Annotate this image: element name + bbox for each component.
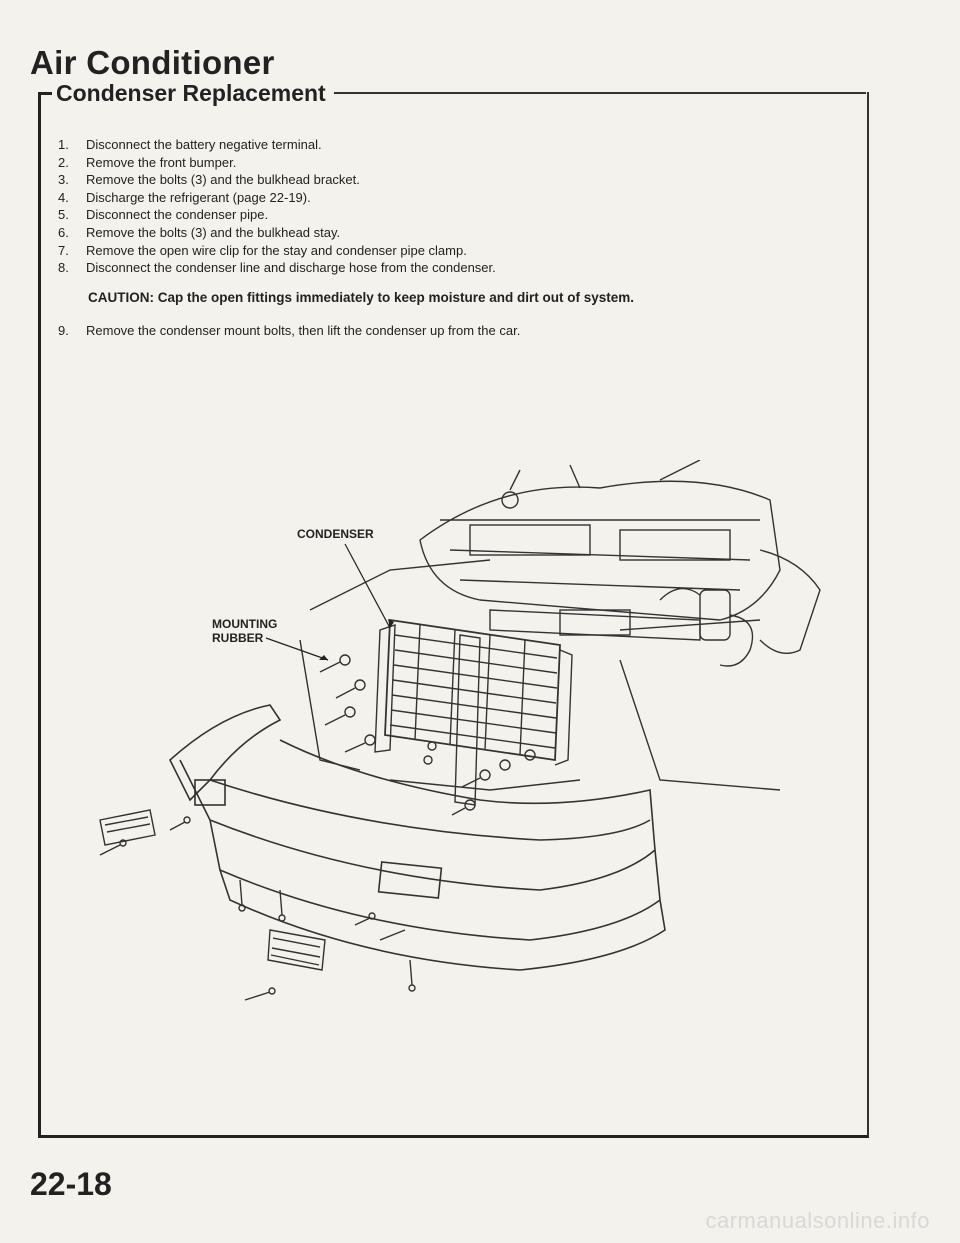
step-item: 1.Disconnect the battery negative termin…	[58, 137, 322, 152]
svg-text:CONDENSER: CONDENSER	[297, 527, 374, 541]
content-frame	[38, 92, 869, 1138]
condenser-bolts	[319, 654, 536, 816]
condenser-core	[374, 618, 573, 806]
procedure-steps: 1.Disconnect the battery negative termin…	[58, 136, 818, 277]
svg-text:MOUNTING: MOUNTING	[212, 617, 277, 631]
frame-corner	[38, 92, 52, 95]
marker-lights	[99, 809, 326, 971]
vehicle-front-body	[419, 460, 821, 654]
step-item: 7.Remove the open wire clip for the stay…	[58, 242, 467, 258]
subsection-title: Condenser Replacement	[56, 80, 334, 107]
step-item: 3.Remove the bolts (3) and the bulkhead …	[58, 172, 360, 188]
step-item: 6.Remove the bolts (3) and the bulkhead …	[58, 224, 341, 240]
watermark: carmanualsonline.info	[705, 1208, 930, 1233]
step-item: 4.Discharge the refrigerant (page 22-19)…	[58, 189, 311, 205]
frame-top-rule	[328, 92, 866, 94]
caution-note: CAUTION: Cap the open fittings immediate…	[88, 290, 635, 305]
section-title: Air Conditioner	[30, 44, 275, 81]
step-item: 2.Remove the front bumper.	[58, 154, 237, 170]
front-bumper	[169, 704, 666, 971]
step-item: 9.Remove the condenser mount bolts, then…	[58, 323, 521, 338]
ac-components	[489, 587, 754, 667]
callout-mounting-rubber: MOUNTING RUBBER	[212, 617, 329, 661]
loose-bolts	[99, 816, 416, 1001]
page-number: 22-18	[30, 1166, 112, 1202]
step-item: 8.Disconnect the condenser line and disc…	[58, 260, 496, 276]
callout-condenser: CONDENSER	[297, 527, 394, 629]
condenser-diagram: CONDENSER MOUNTING RUBBER	[99, 460, 821, 1001]
svg-text:RUBBER: RUBBER	[212, 631, 264, 645]
step-item: 5.Disconnect the condenser pipe.	[58, 207, 269, 223]
frame-rails	[299, 559, 781, 791]
